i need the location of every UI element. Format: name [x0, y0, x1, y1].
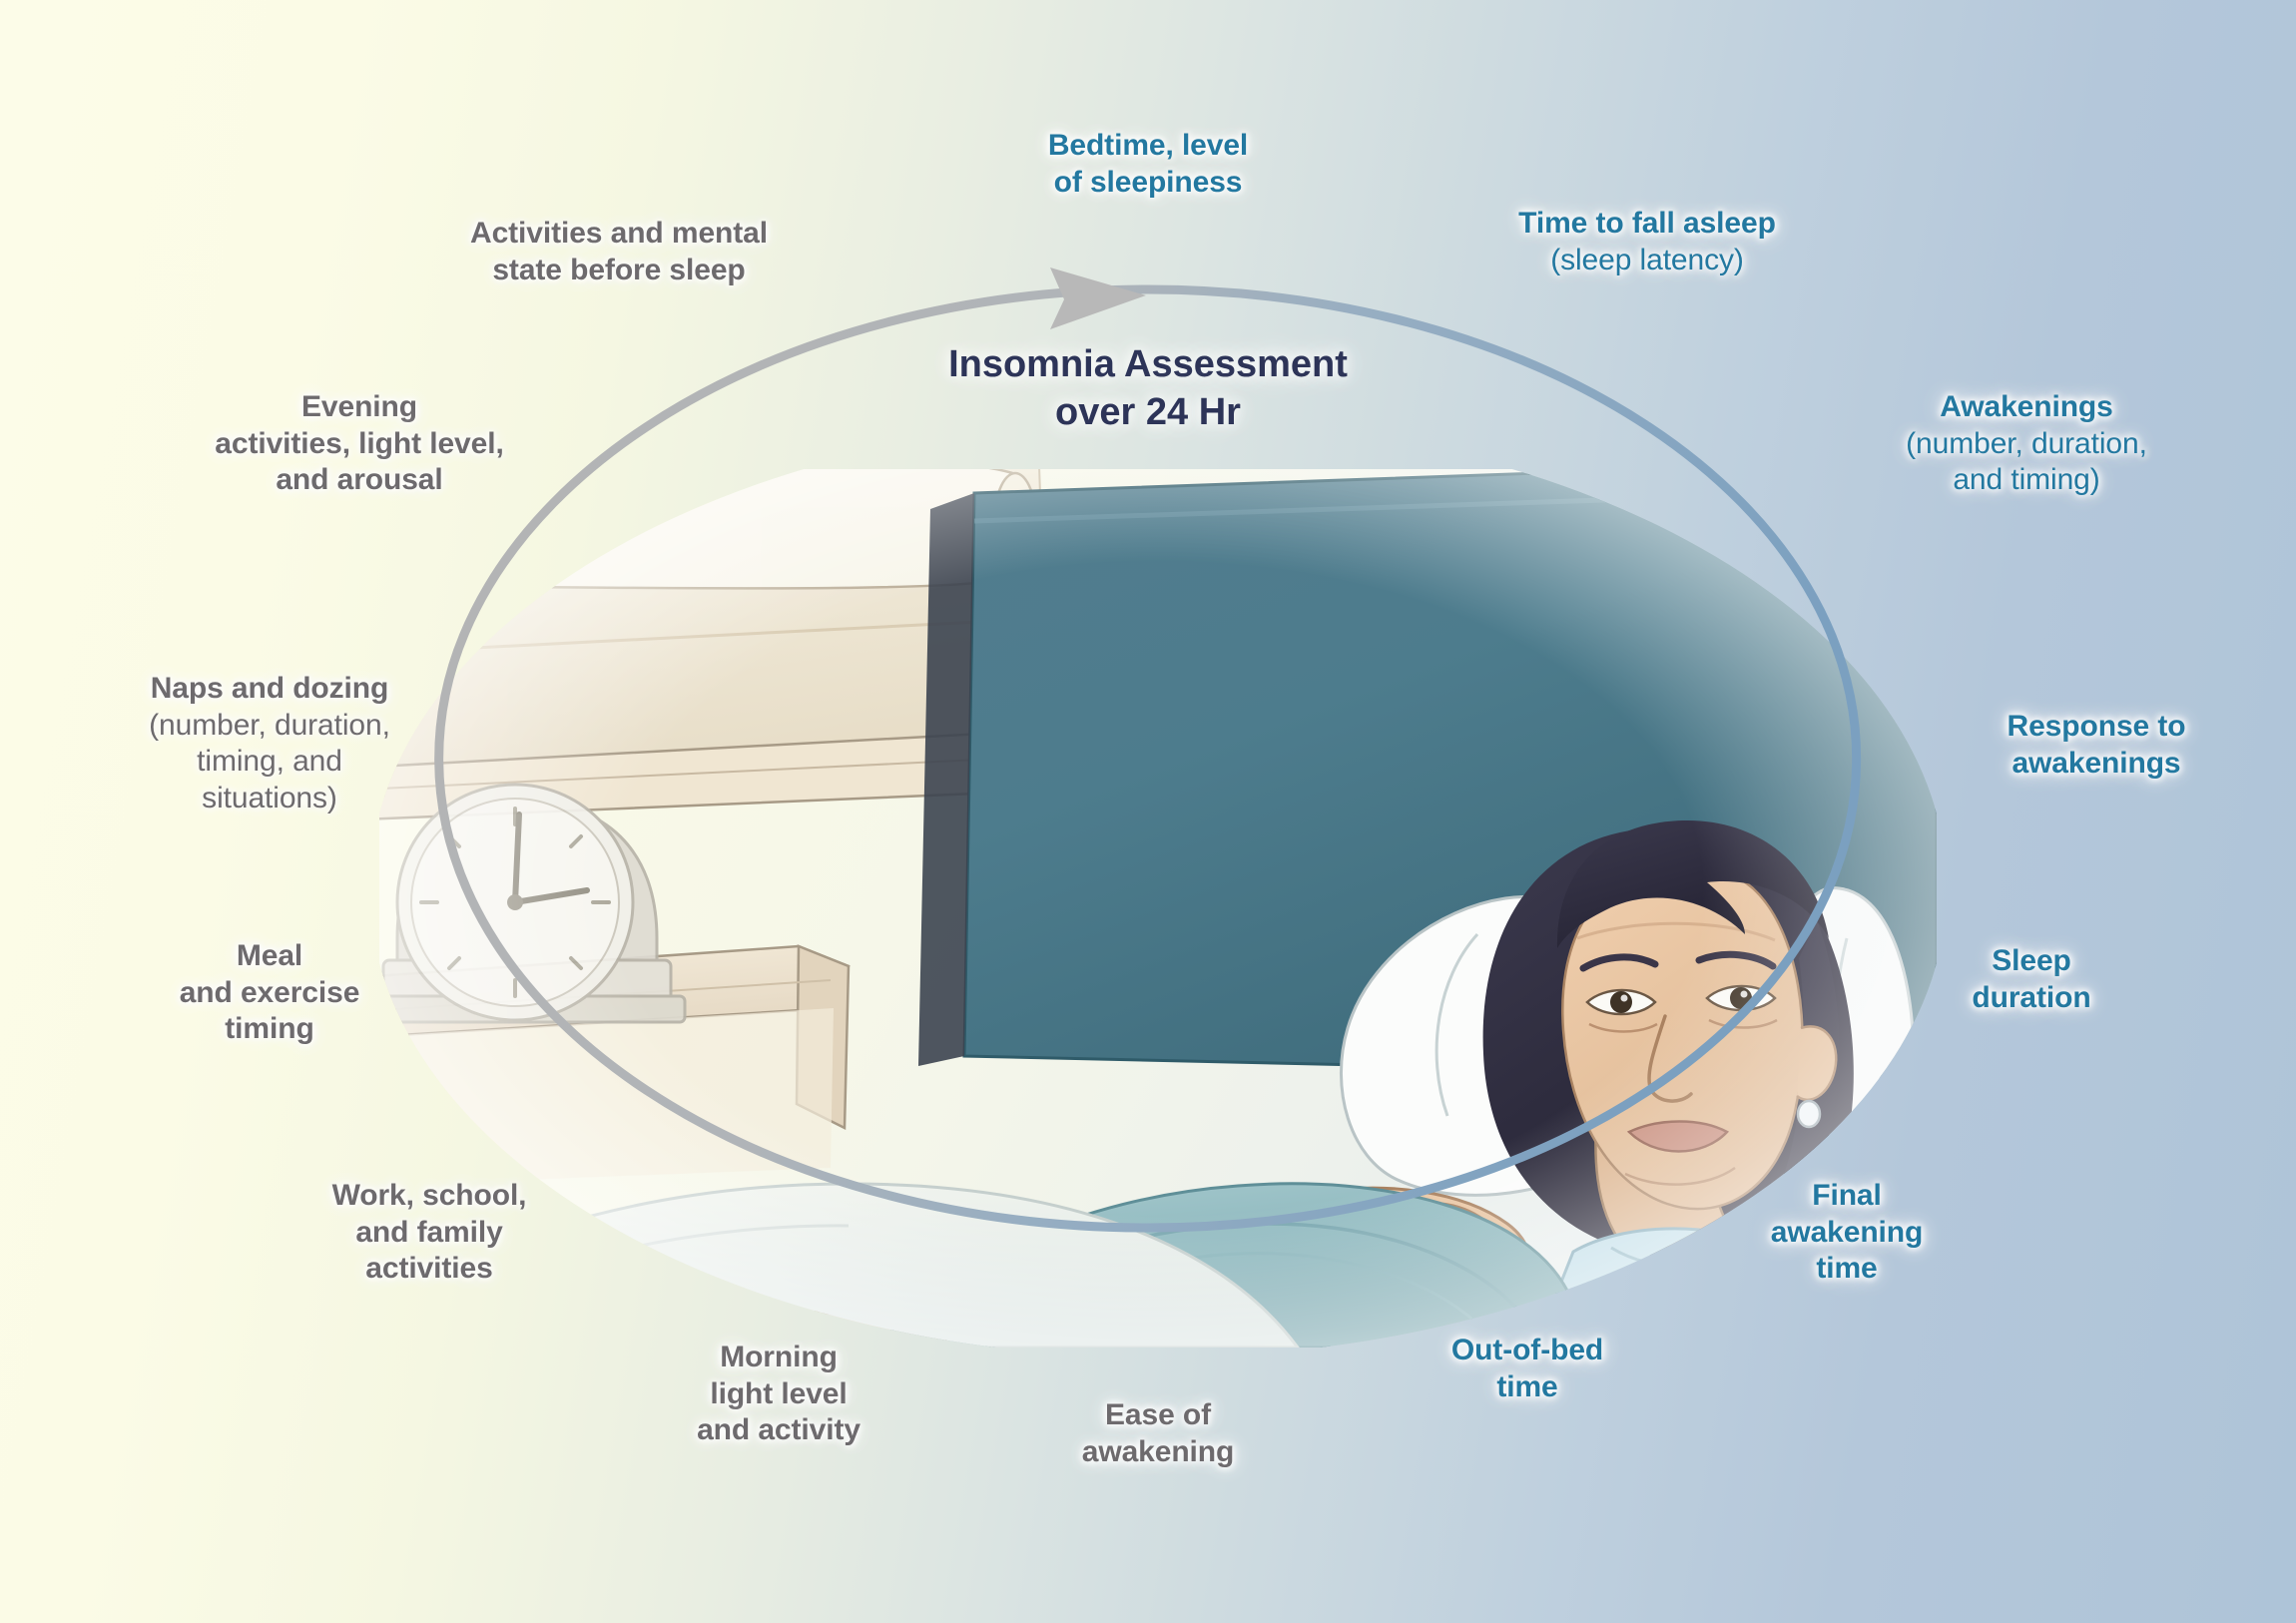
label-out-of-bed-time: Out-of-bed time: [1450, 1334, 1604, 1403]
label-ease-of-awakening: Ease of awakening: [1081, 1398, 1235, 1468]
label-final-awakening-time: Final awakening time: [1770, 1179, 1924, 1286]
label-sleep-duration: Sleep duration: [1972, 944, 2091, 1014]
page-title: Insomnia Assessment over 24 Hr: [903, 341, 1393, 437]
title-line-1: Insomnia Assessment: [948, 343, 1348, 385]
label-bedtime: Bedtime, level of sleepiness: [1047, 129, 1249, 199]
label-naps-and-dozing: Naps and dozing (number, duration, timin…: [149, 672, 390, 814]
label-activities-before-sleep: Activities and mental state before sleep: [470, 217, 768, 286]
title-line-2: over 24 Hr: [1055, 390, 1241, 433]
label-time-to-fall-asleep: Time to fall asleep (sleep latency): [1518, 207, 1776, 276]
label-evening-activities: Evening activities, light level, and aro…: [215, 390, 504, 497]
label-work-school-family: Work, school, and family activities: [331, 1179, 527, 1286]
label-awakenings: Awakenings (number, duration, and timing…: [1906, 390, 2147, 497]
label-response-to-awakenings: Response to awakenings: [2007, 710, 2186, 780]
label-meal-and-exercise: Meal and exercise timing: [179, 939, 360, 1046]
cycle-arrowhead: [1050, 268, 1146, 329]
label-morning-light: Morning light level and activity: [697, 1341, 861, 1447]
